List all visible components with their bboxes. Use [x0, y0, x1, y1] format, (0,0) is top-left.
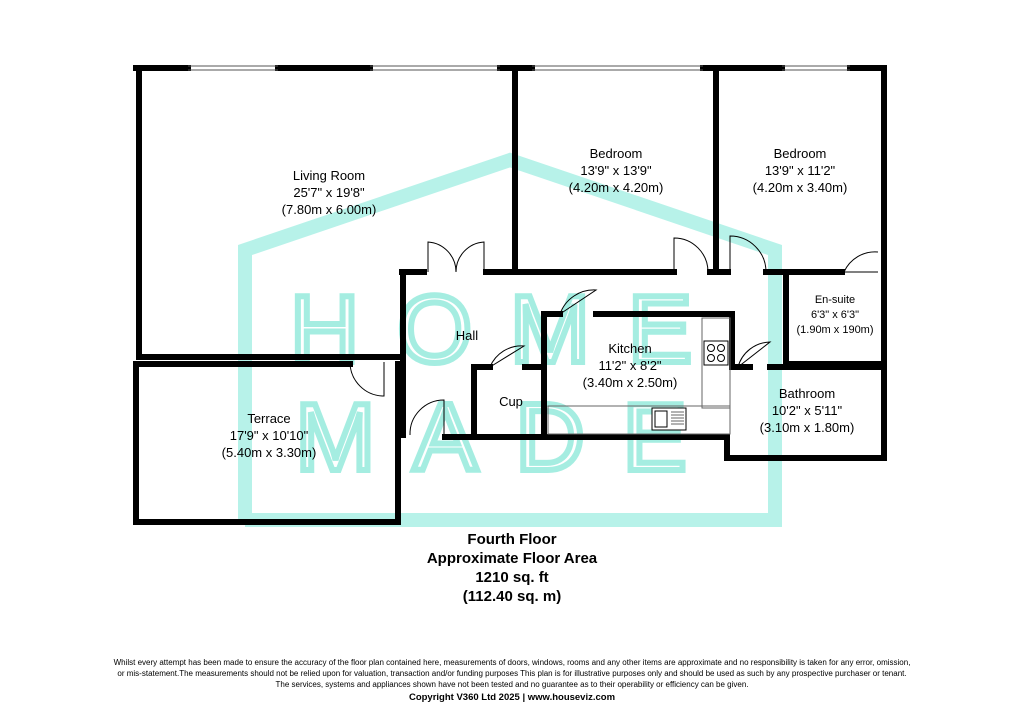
disclaimer-line-3: The services, systems and appliances sho…	[275, 680, 749, 689]
disclaimer-line-2: or mis-statement.The measurements should…	[117, 669, 907, 678]
bedroom-1-metric: (4.20m x 4.20m)	[569, 180, 664, 195]
ensuite-imperial: 6'3" x 6'3"	[811, 309, 859, 321]
area-label: Approximate Floor Area	[426, 550, 598, 567]
terrace-imperial: 17'9" x 10'10"	[230, 428, 309, 443]
kitchen-worktop-bottom	[547, 405, 731, 435]
ensuite-metric: (1.90m x 190m)	[796, 324, 873, 336]
door-cup	[489, 345, 526, 368]
room-labels: Living Room 25'7" x 19'8" (7.80m x 6.00m…	[222, 146, 874, 460]
door-kitchen	[559, 289, 598, 315]
hob-icon	[703, 340, 729, 366]
doors	[349, 235, 879, 436]
kitchen-fittings	[547, 317, 731, 435]
watermark-house-outline	[238, 152, 782, 527]
door-bathroom	[737, 341, 772, 368]
watermark	[238, 152, 782, 527]
cup-name: Cup	[499, 394, 523, 409]
watermark-line1: HOME	[290, 276, 730, 383]
windows	[188, 65, 850, 71]
door-entrance	[409, 399, 445, 436]
living-room-name: Living Room	[293, 168, 365, 183]
bathroom-metric: (3.10m x 1.80m)	[760, 420, 855, 435]
copyright: Copyright V360 Ltd 2025 | www.houseviz.c…	[408, 692, 616, 703]
walls	[133, 65, 887, 525]
living-room-metric: (7.80m x 6.00m)	[282, 202, 377, 217]
terrace-name: Terrace	[247, 411, 290, 426]
floor-area-summary: Fourth Floor Approximate Floor Area 1210…	[0, 530, 1024, 606]
bathroom-name: Bathroom	[779, 386, 835, 401]
bathroom-imperial: 10'2" x 5'11"	[772, 403, 843, 418]
area-sqft: 1210 sq. ft	[475, 569, 549, 586]
bedroom-2-imperial: 13'9" x 11'2"	[765, 163, 836, 178]
floor-name: Fourth Floor	[467, 531, 557, 548]
disclaimer-line-1: Whilst every attempt has been made to en…	[113, 658, 911, 667]
disclaimer: Whilst every attempt has been made to en…	[40, 657, 984, 690]
bedroom-2-name: Bedroom	[774, 146, 827, 161]
terrace-metric: (5.40m x 3.30m)	[222, 445, 317, 460]
kitchen-imperial: 11'2" x 8'2"	[598, 358, 661, 373]
living-room-imperial: 25'7" x 19'8"	[293, 185, 365, 200]
floor-plan: HOME MADE	[133, 65, 887, 527]
kitchen-worktop-right	[701, 317, 731, 409]
area-sqm: (112.40 sq. m)	[462, 588, 562, 605]
kitchen-name: Kitchen	[608, 341, 651, 356]
hall-name: Hall	[456, 328, 479, 343]
door-ensuite	[843, 251, 879, 273]
door-bedroom-2	[729, 235, 767, 273]
kitchen-metric: (3.40m x 2.50m)	[583, 375, 678, 390]
door-terrace	[349, 361, 385, 397]
bedroom-1-name: Bedroom	[590, 146, 643, 161]
ensuite-name: En-suite	[815, 294, 855, 306]
bedroom-2-metric: (4.20m x 3.40m)	[753, 180, 848, 195]
bedroom-1-imperial: 13'9" x 13'9"	[580, 163, 652, 178]
door-bedroom-1	[673, 237, 709, 273]
door-living-double	[427, 241, 485, 273]
